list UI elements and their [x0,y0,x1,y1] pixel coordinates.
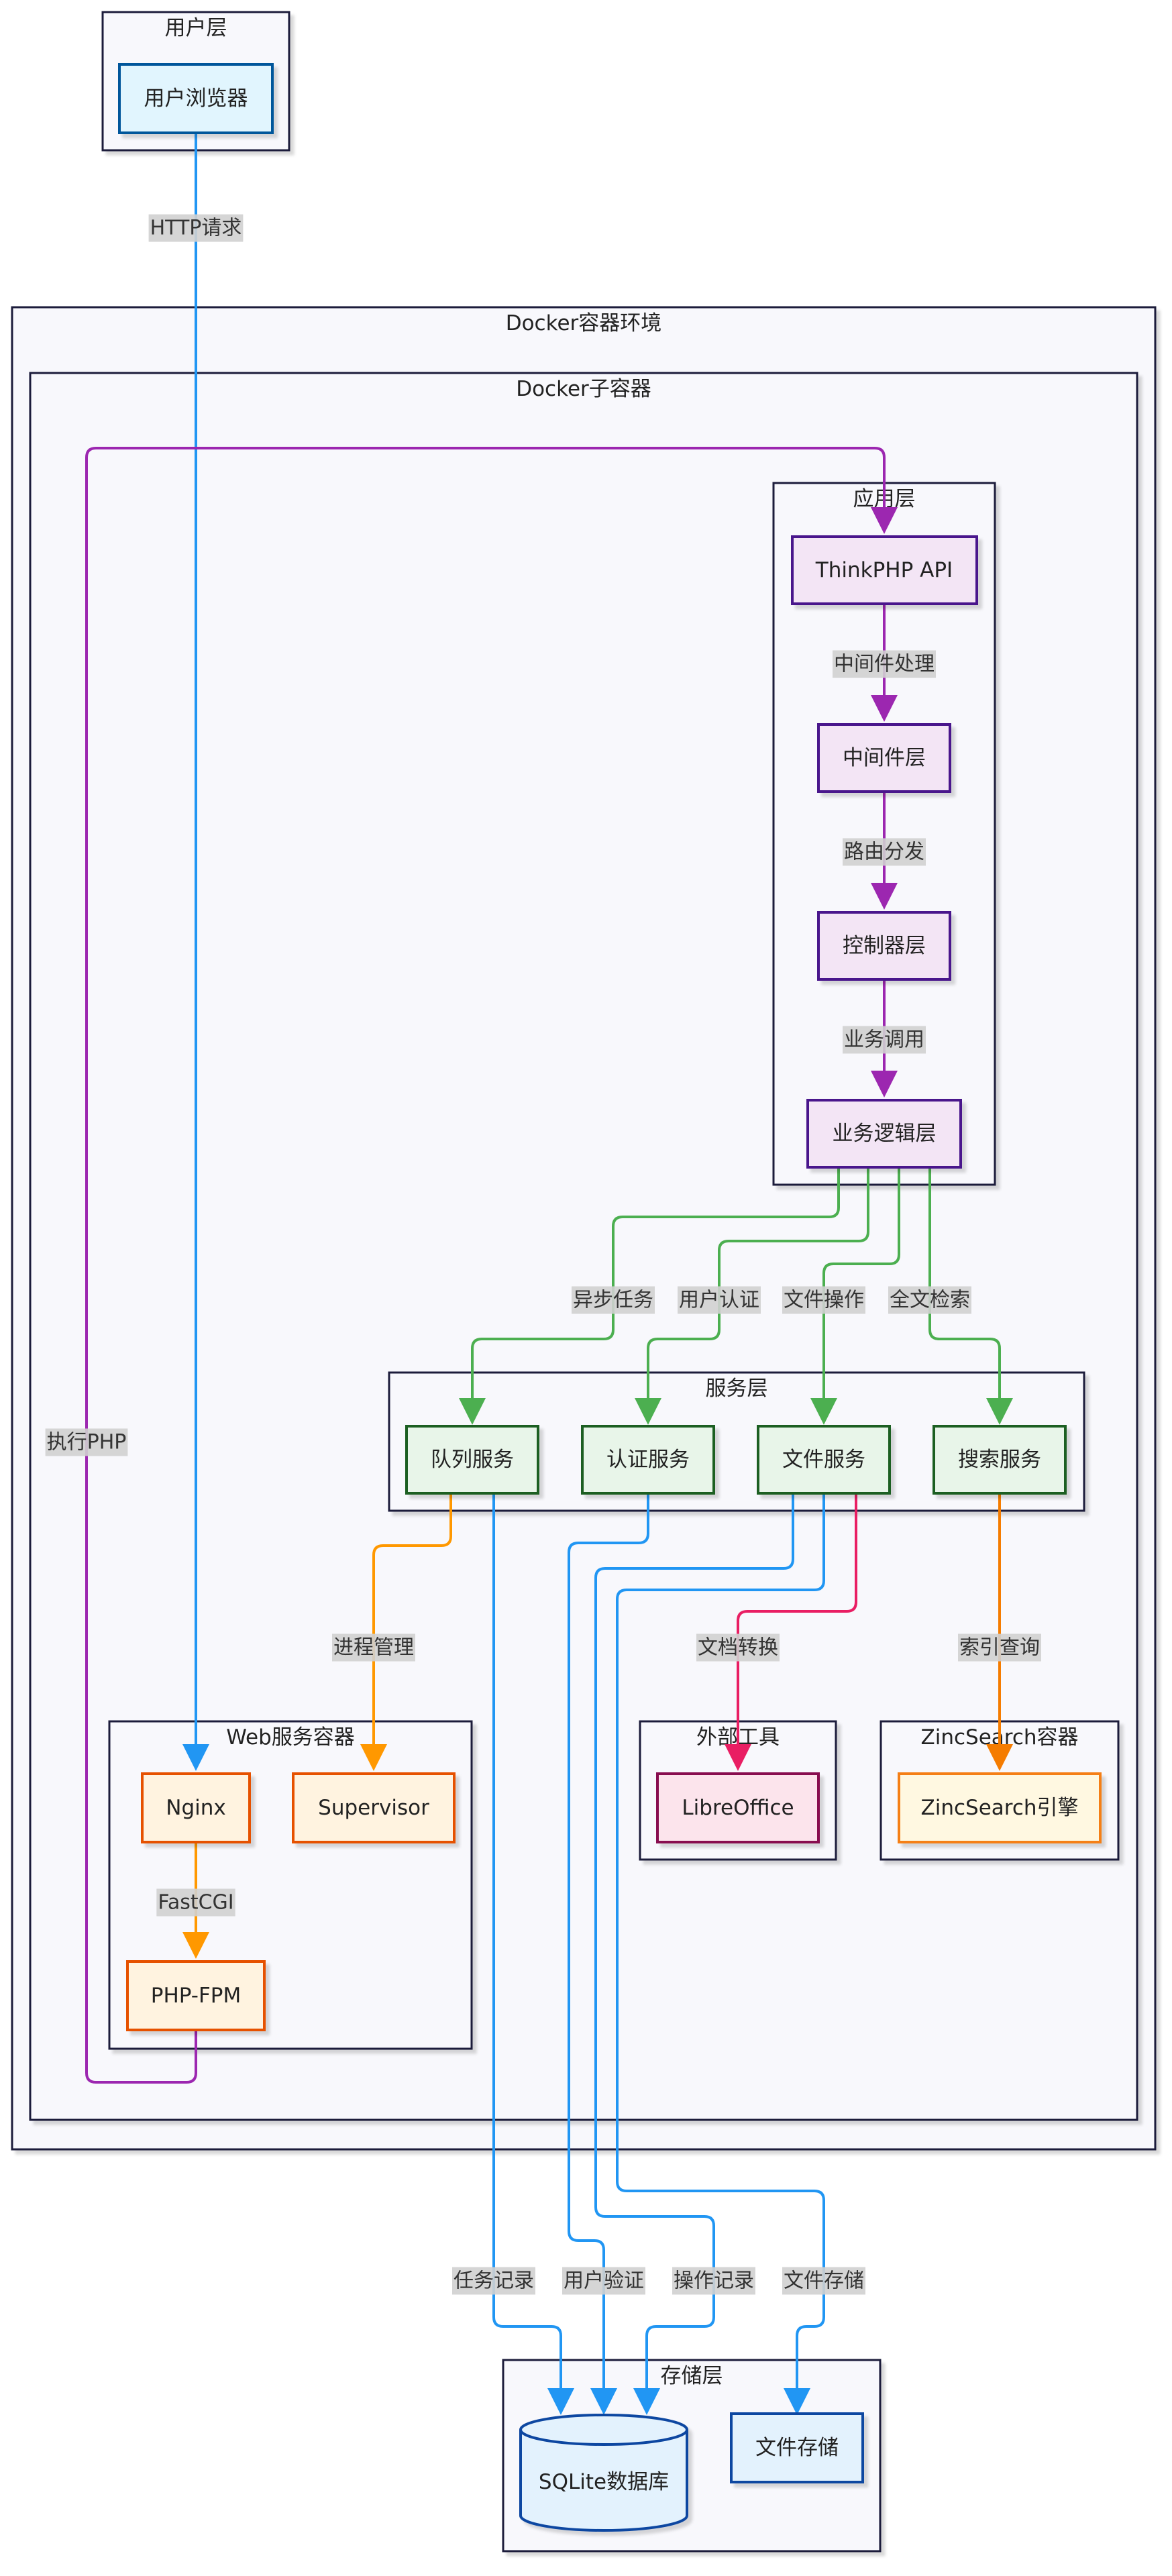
cluster-title-storage-layer: 存储层 [661,2364,723,2388]
node-sqlite-database[interactable]: SQLite数据库 [519,2414,688,2532]
edge-document-conversion [725,1493,857,1771]
node-file-service[interactable]: 文件服务 [757,1425,891,1495]
node-file-storage[interactable]: 文件存储 [730,2412,864,2483]
edge-user-verify [568,1493,649,2415]
node-auth-service[interactable]: 认证服务 [581,1425,715,1495]
node-supervisor[interactable]: Supervisor [292,1772,456,1843]
edge-label-text-async-task: 异步任务 [573,1289,653,1312]
node-zincsearch-engine-label: ZincSearch引擎 [920,1796,1078,1820]
edge-label-text-routing: 路由分发 [844,841,924,864]
edge-label-process-mgmt: 进程管理 [332,1633,415,1662]
node-libreoffice-label: LibreOffice [682,1796,794,1820]
node-auth-service-label: 认证服务 [606,1448,690,1472]
edge-label-text-index-query: 索引查询 [959,1636,1040,1660]
node-nginx[interactable]: Nginx [141,1772,251,1843]
edge-label-routing: 路由分发 [843,838,926,866]
cluster-title-user-layer: 用户层 [165,16,227,40]
cluster-title-service-layer: 服务层 [706,1377,768,1401]
node-business-logic-layer-label: 业务逻辑层 [833,1122,937,1146]
edge-label-exec-php: 执行PHP [45,1428,128,1456]
edge-label-text-task-record: 任务记录 [454,2269,534,2293]
edge-file-operation [810,1167,900,1425]
edge-label-op-record: 操作记录 [672,2267,755,2295]
edge-label-text-user-auth: 用户认证 [679,1289,759,1312]
edge-label-text-biz-call: 业务调用 [844,1028,924,1052]
edge-label-text-fulltext: 全文检索 [890,1289,970,1312]
edge-exec-php [85,447,898,2084]
edge-label-biz-call: 业务调用 [843,1026,926,1054]
edge-label-middleware-proc: 中间件处理 [833,650,936,678]
edge-process-management [360,1493,452,1771]
edge-label-text-file-store: 文件存储 [784,2269,864,2293]
edge-label-text-exec-php: 执行PHP [47,1431,127,1454]
edge-label-task-record: 任务记录 [452,2267,535,2295]
edge-label-text-file-op: 文件操作 [784,1289,864,1312]
edge-label-doc-convert: 文档转换 [696,1633,780,1662]
edge-label-http: HTTP请求 [148,214,244,242]
edge-label-fulltext: 全文检索 [888,1286,971,1314]
cluster-title-web-container: Web服务容器 [226,1725,355,1750]
node-user-browser-label: 用户浏览器 [144,87,248,111]
cluster-title-docker-sub: Docker子容器 [516,377,651,401]
node-libreoffice[interactable]: LibreOffice [656,1772,820,1843]
edge-label-text-http: HTTP请求 [150,217,242,240]
node-controller-layer-label: 控制器层 [843,934,926,958]
edge-async-task [459,1167,840,1425]
node-queue-service[interactable]: 队列服务 [405,1425,539,1495]
node-php-fpm-label: PHP-FPM [151,1984,241,2008]
node-middleware-layer[interactable]: 中间件层 [817,723,951,793]
node-supervisor-label: Supervisor [318,1796,429,1820]
edge-label-user-verify: 用户验证 [562,2267,645,2295]
edge-label-fastcgi: FastCGI [156,1888,235,1917]
node-middleware-layer-label: 中间件层 [843,746,926,770]
node-thinkphp-api[interactable]: ThinkPHP API [791,535,978,605]
edge-operation-record [594,1493,794,2415]
edge-label-text-fastcgi: FastCGI [158,1891,233,1915]
edge-label-text-user-verify: 用户验证 [564,2269,644,2293]
node-controller-layer[interactable]: 控制器层 [817,911,951,981]
node-thinkphp-api-label: ThinkPHP API [815,558,953,582]
edge-label-text-doc-convert: 文档转换 [698,1636,778,1660]
node-search-service[interactable]: 搜索服务 [933,1425,1067,1495]
edge-label-file-store: 文件存储 [782,2267,865,2295]
node-user-browser[interactable]: 用户浏览器 [118,63,274,134]
edge-label-index-query: 索引查询 [958,1633,1041,1662]
edge-label-text-op-record: 操作记录 [674,2269,754,2293]
node-nginx-label: Nginx [166,1796,225,1820]
edge-file-storage [616,1493,825,2415]
edge-label-text-middleware-proc: 中间件处理 [834,653,935,676]
edge-fulltext-search [928,1167,1013,1425]
node-php-fpm[interactable]: PHP-FPM [126,1960,266,2031]
node-search-service-label: 搜索服务 [958,1448,1041,1472]
edge-label-file-op: 文件操作 [782,1286,865,1314]
edge-label-user-auth: 用户认证 [678,1286,761,1314]
edge-label-async-task: 异步任务 [572,1286,655,1314]
node-file-storage-label: 文件存储 [755,2436,839,2460]
node-business-logic-layer[interactable]: 业务逻辑层 [806,1099,962,1169]
edge-task-record [492,1493,574,2415]
node-queue-service-label: 队列服务 [431,1448,514,1472]
node-zincsearch-engine[interactable]: ZincSearch引擎 [898,1772,1102,1843]
cluster-title-docker-env: Docker容器环境 [506,311,662,335]
node-file-service-label: 文件服务 [782,1448,865,1472]
node-sqlite-database-label: SQLite数据库 [539,2470,669,2494]
edge-label-text-process-mgmt: 进程管理 [333,1636,414,1660]
